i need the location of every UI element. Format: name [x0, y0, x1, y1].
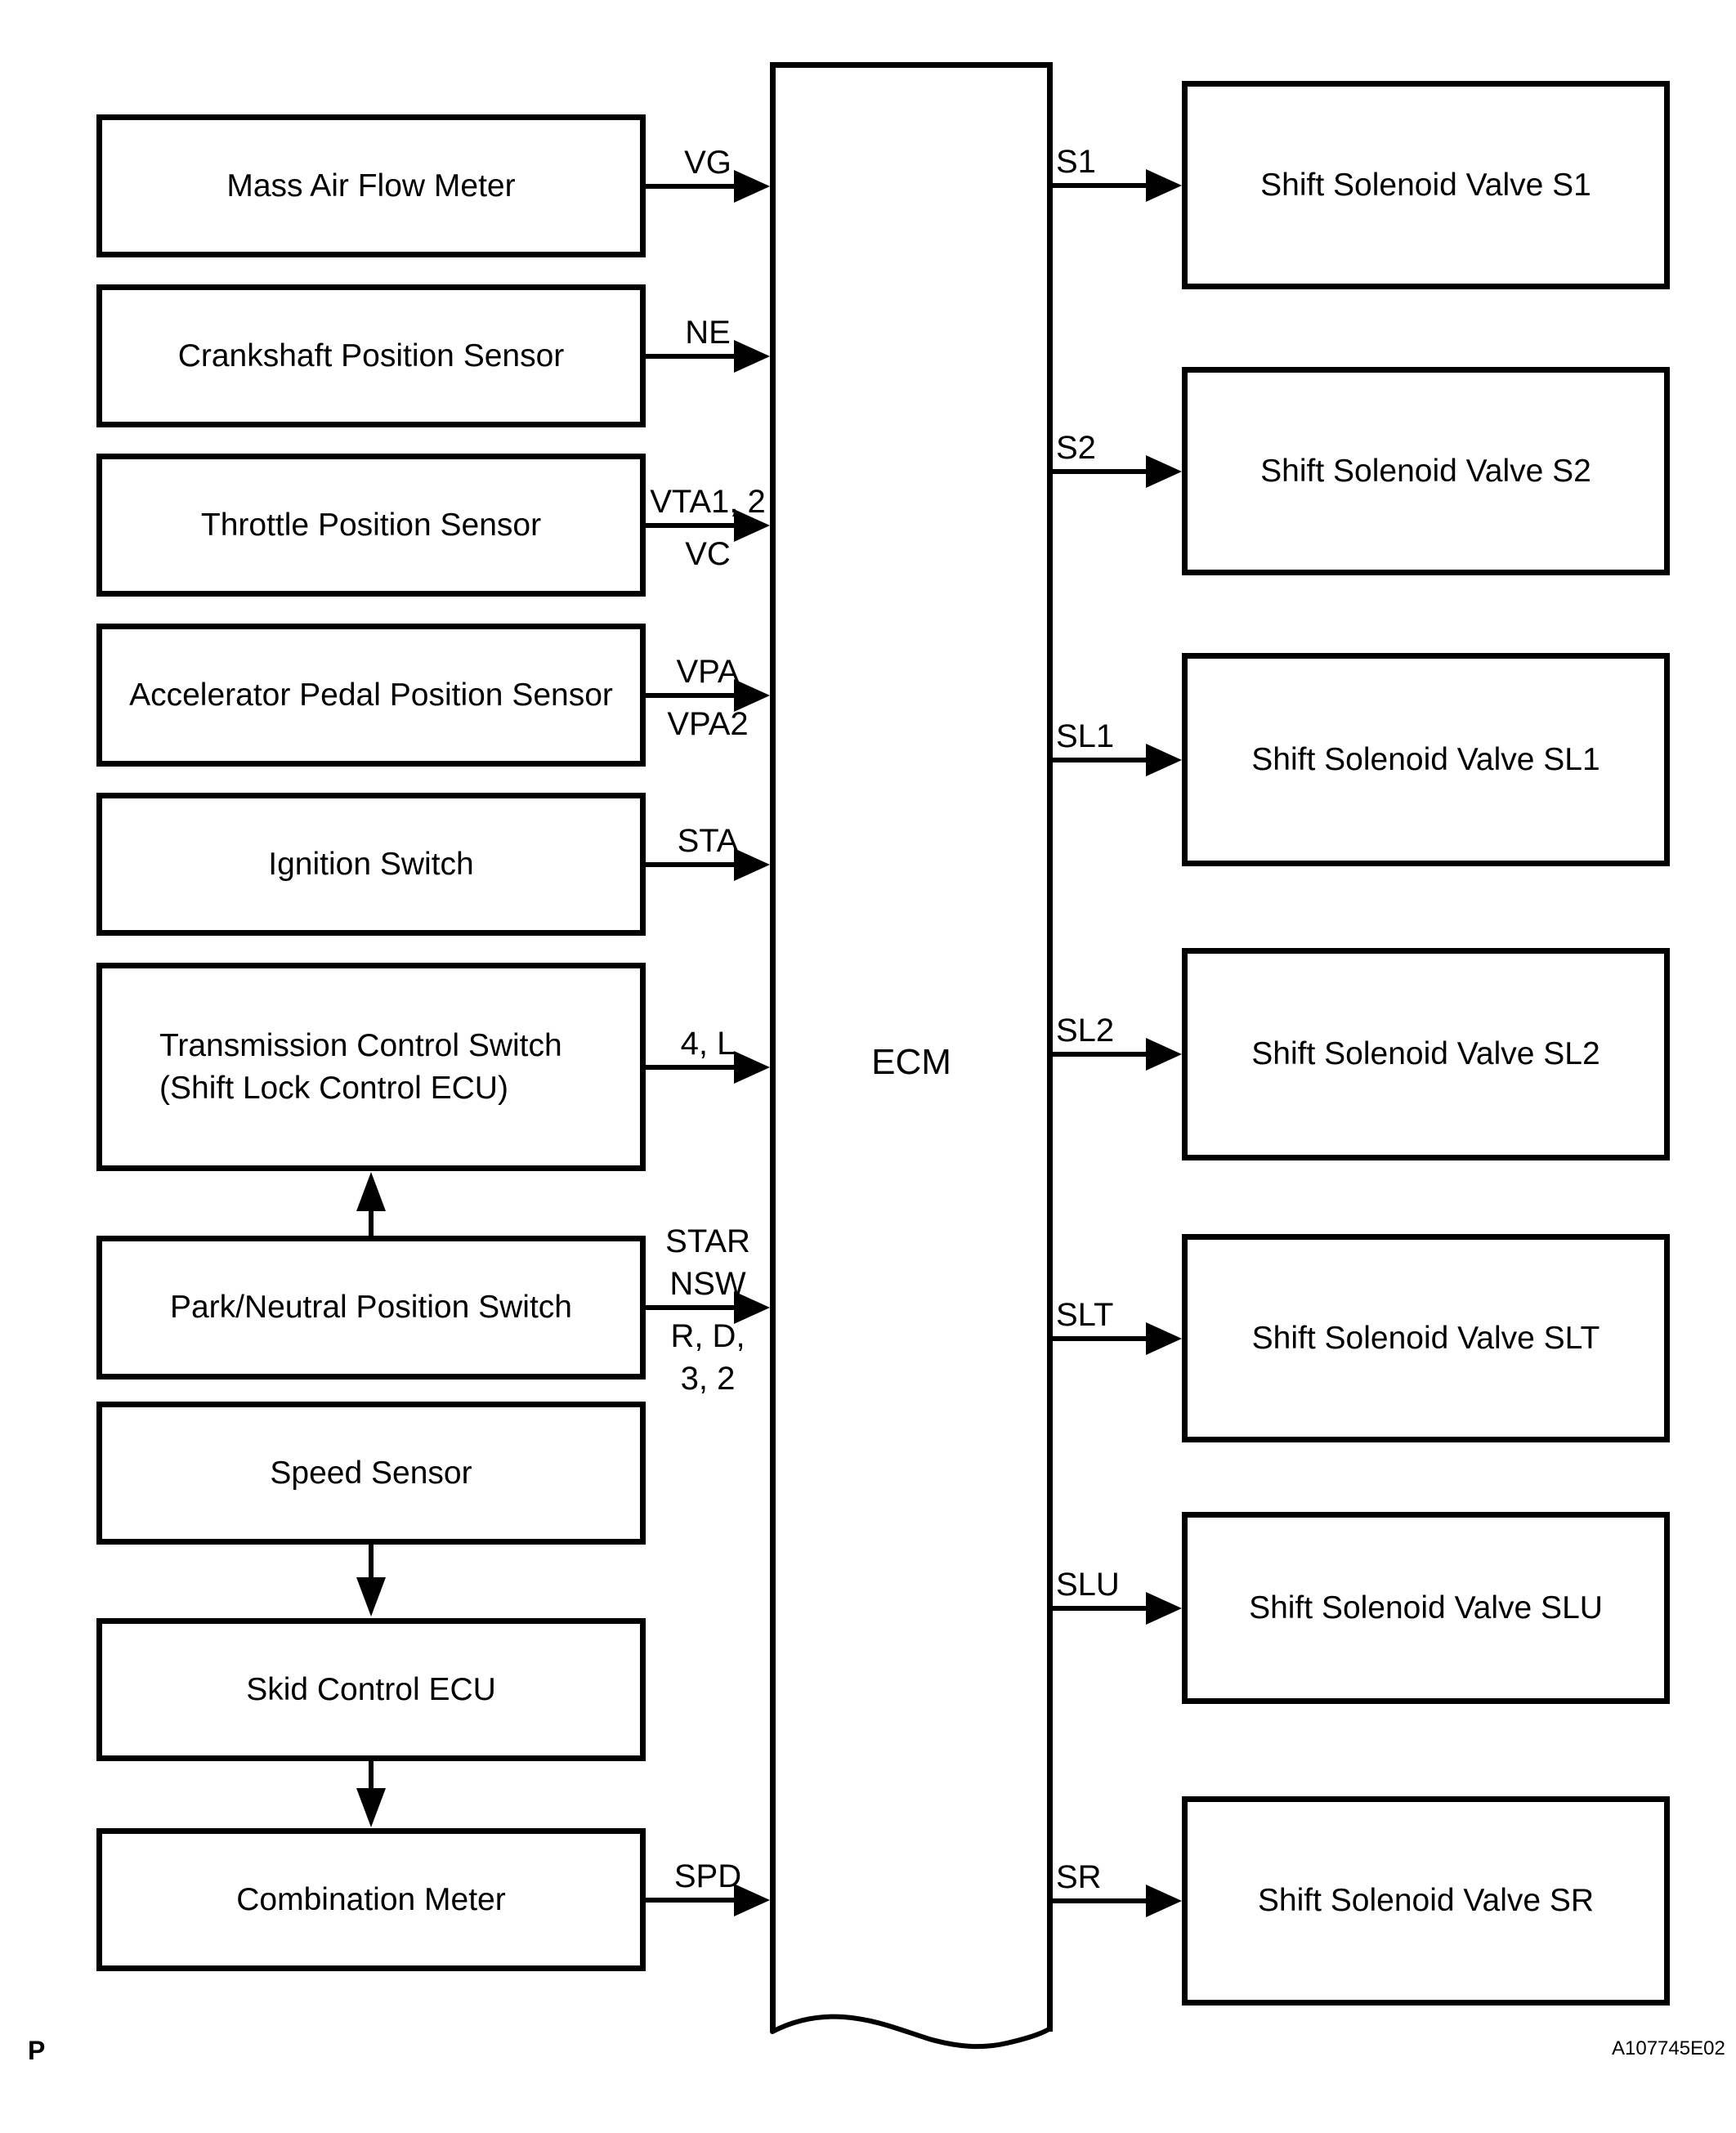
- arrowhead-icon: [734, 340, 770, 373]
- signal-label-nsw: NSW: [669, 1266, 746, 1302]
- output-box-label: Shift Solenoid Valve SLU: [1249, 1590, 1603, 1625]
- signal-label-vpa2: VPA2: [667, 706, 749, 742]
- arrow-combination-meter-to-ecm-line: [646, 1898, 736, 1903]
- signal-label-sl1: SL1: [1056, 718, 1115, 754]
- input-box-throttle-position-sensor: Throttle Position Sensor: [96, 454, 646, 597]
- arrowhead-icon: [1146, 169, 1182, 202]
- signal-label-4-l: 4, L: [680, 1026, 736, 1062]
- arrow-ecm-to-shift-solenoid-valve-sr-line: [1050, 1898, 1148, 1903]
- arrowhead-icon: [734, 170, 770, 203]
- signal-label-vta1-2: VTA1, 2: [650, 484, 766, 520]
- input-box-label: Skid Control ECU: [246, 1671, 496, 1707]
- arrowhead-icon: [734, 679, 770, 712]
- input-box-label: Ignition Switch: [268, 846, 474, 882]
- arrowhead-icon: [734, 509, 770, 542]
- signal-label-slt: SLT: [1056, 1297, 1114, 1333]
- arrowhead-icon: [356, 1172, 386, 1211]
- input-box-label: Mass Air Flow Meter: [226, 168, 516, 203]
- arrowhead-icon: [734, 1884, 770, 1916]
- input-box-accelerator-pedal-position-sensor: Accelerator Pedal Position Sensor: [96, 624, 646, 767]
- arrowhead-icon: [356, 1577, 386, 1617]
- signal-label-slu: SLU: [1056, 1567, 1120, 1603]
- input-box-combination-meter: Combination Meter: [96, 1828, 646, 1971]
- output-box-shift-solenoid-valve-sl2: Shift Solenoid Valve SL2: [1182, 948, 1670, 1160]
- signal-label-star: STAR: [665, 1223, 750, 1259]
- input-box-label: Park/Neutral Position Switch: [169, 1290, 573, 1325]
- output-box-label: Shift Solenoid Valve SR: [1257, 1883, 1595, 1918]
- arrowhead-icon: [1146, 1885, 1182, 1917]
- signal-label-vc: VC: [685, 536, 731, 572]
- output-box-shift-solenoid-valve-slu: Shift Solenoid Valve SLU: [1182, 1512, 1670, 1704]
- input-box-skid-control-ecu: Skid Control ECU: [96, 1618, 646, 1761]
- signal-label-vpa: VPA: [676, 654, 740, 690]
- signal-label-sta: STA: [677, 823, 739, 859]
- arrowhead-icon: [1146, 455, 1182, 488]
- input-box-label: Transmission Control Switch: [159, 1027, 562, 1063]
- arrow-ecm-to-shift-solenoid-valve-s1-line: [1050, 183, 1148, 188]
- arrowhead-icon: [1146, 744, 1182, 776]
- signal-label-vg: VG: [684, 145, 732, 181]
- arrow-ignition-switch-to-ecm-line: [646, 862, 736, 867]
- signal-label-sr: SR: [1056, 1859, 1102, 1895]
- arrowhead-icon: [1146, 1322, 1182, 1355]
- arrow-mass-air-flow-meter-to-ecm-line: [646, 184, 736, 189]
- output-box-label: Shift Solenoid Valve SLT: [1251, 1320, 1600, 1356]
- arrowhead-icon: [734, 848, 770, 881]
- link-speed-sensor-to-skid-control-ecu-line: [369, 1545, 374, 1581]
- input-box-mass-air-flow-meter: Mass Air Flow Meter: [96, 114, 646, 257]
- signal-label-ne: NE: [685, 315, 731, 351]
- output-box-shift-solenoid-valve-s1: Shift Solenoid Valve S1: [1182, 81, 1670, 289]
- ecm-torn-edge: [770, 2014, 1053, 2050]
- signal-label-3-2: 3, 2: [680, 1361, 736, 1397]
- link-skid-control-ecu-to-combination-meter-line: [369, 1761, 374, 1791]
- arrow-ecm-to-shift-solenoid-valve-sl2-line: [1050, 1052, 1148, 1057]
- output-box-shift-solenoid-valve-sr: Shift Solenoid Valve SR: [1182, 1796, 1670, 2006]
- output-box-shift-solenoid-valve-slt: Shift Solenoid Valve SLT: [1182, 1234, 1670, 1442]
- arrow-ecm-to-shift-solenoid-valve-sl1-line: [1050, 758, 1148, 762]
- ecm-box: [770, 62, 1053, 2032]
- signal-label-r-d: R, D,: [670, 1318, 745, 1354]
- input-box-label: Combination Meter: [236, 1881, 506, 1917]
- arrow-ecm-to-shift-solenoid-valve-slu-line: [1050, 1606, 1148, 1611]
- signal-label-s1: S1: [1056, 144, 1096, 180]
- signal-label-s2: S2: [1056, 430, 1096, 466]
- arrowhead-icon: [734, 1291, 770, 1324]
- input-box-label: Accelerator Pedal Position Sensor: [129, 677, 613, 713]
- arrowhead-icon: [356, 1788, 386, 1827]
- input-box-park-neutral-position-switch: Park/Neutral Position Switch: [96, 1236, 646, 1380]
- input-box-speed-sensor: Speed Sensor: [96, 1402, 646, 1545]
- link-park-neutral-position-switch-to-transmission-control-switch-shift-lock-control-ecu-line: [369, 1210, 374, 1236]
- arrow-crankshaft-position-sensor-to-ecm-line: [646, 354, 736, 359]
- arrow-transmission-control-switch-shift-lock-control-ecu-to-ecm-line: [646, 1065, 736, 1070]
- ecm-label: ECM: [871, 1042, 951, 1082]
- input-box-crankshaft-position-sensor: Crankshaft Position Sensor: [96, 284, 646, 427]
- signal-label-spd: SPD: [673, 1858, 742, 1894]
- figure-code: A107745E02: [1612, 2037, 1725, 2059]
- arrowhead-icon: [734, 1051, 770, 1084]
- arrow-ecm-to-shift-solenoid-valve-s2-line: [1050, 469, 1148, 474]
- output-box-shift-solenoid-valve-sl1: Shift Solenoid Valve SL1: [1182, 653, 1670, 866]
- output-box-label: Shift Solenoid Valve S2: [1260, 453, 1591, 489]
- output-box-label: Shift Solenoid Valve SL1: [1251, 741, 1600, 777]
- input-box-ignition-switch: Ignition Switch: [96, 793, 646, 936]
- page-marker: P: [28, 2036, 46, 2065]
- input-box-transmission-control-switch-shift-lock-control-ecu: Transmission Control Switch (Shift Lock C…: [96, 963, 646, 1171]
- output-box-label: Shift Solenoid Valve S1: [1260, 167, 1591, 203]
- output-box-label: Shift Solenoid Valve SL2: [1251, 1036, 1600, 1071]
- arrow-ecm-to-shift-solenoid-valve-slt-line: [1050, 1336, 1148, 1341]
- input-box-label: Throttle Position Sensor: [200, 507, 542, 543]
- input-box-label: Speed Sensor: [270, 1455, 472, 1491]
- input-box-label: (Shift Lock Control ECU): [159, 1070, 508, 1106]
- signal-label-sl2: SL2: [1056, 1013, 1115, 1049]
- output-box-shift-solenoid-valve-s2: Shift Solenoid Valve S2: [1182, 367, 1670, 575]
- arrowhead-icon: [1146, 1592, 1182, 1625]
- input-box-label: Crankshaft Position Sensor: [177, 338, 565, 373]
- arrow-accelerator-pedal-position-sensor-to-ecm-line: [646, 693, 736, 698]
- arrow-throttle-position-sensor-to-ecm-line: [646, 523, 736, 528]
- arrowhead-icon: [1146, 1038, 1182, 1071]
- arrow-park-neutral-position-switch-to-ecm-line: [646, 1305, 736, 1310]
